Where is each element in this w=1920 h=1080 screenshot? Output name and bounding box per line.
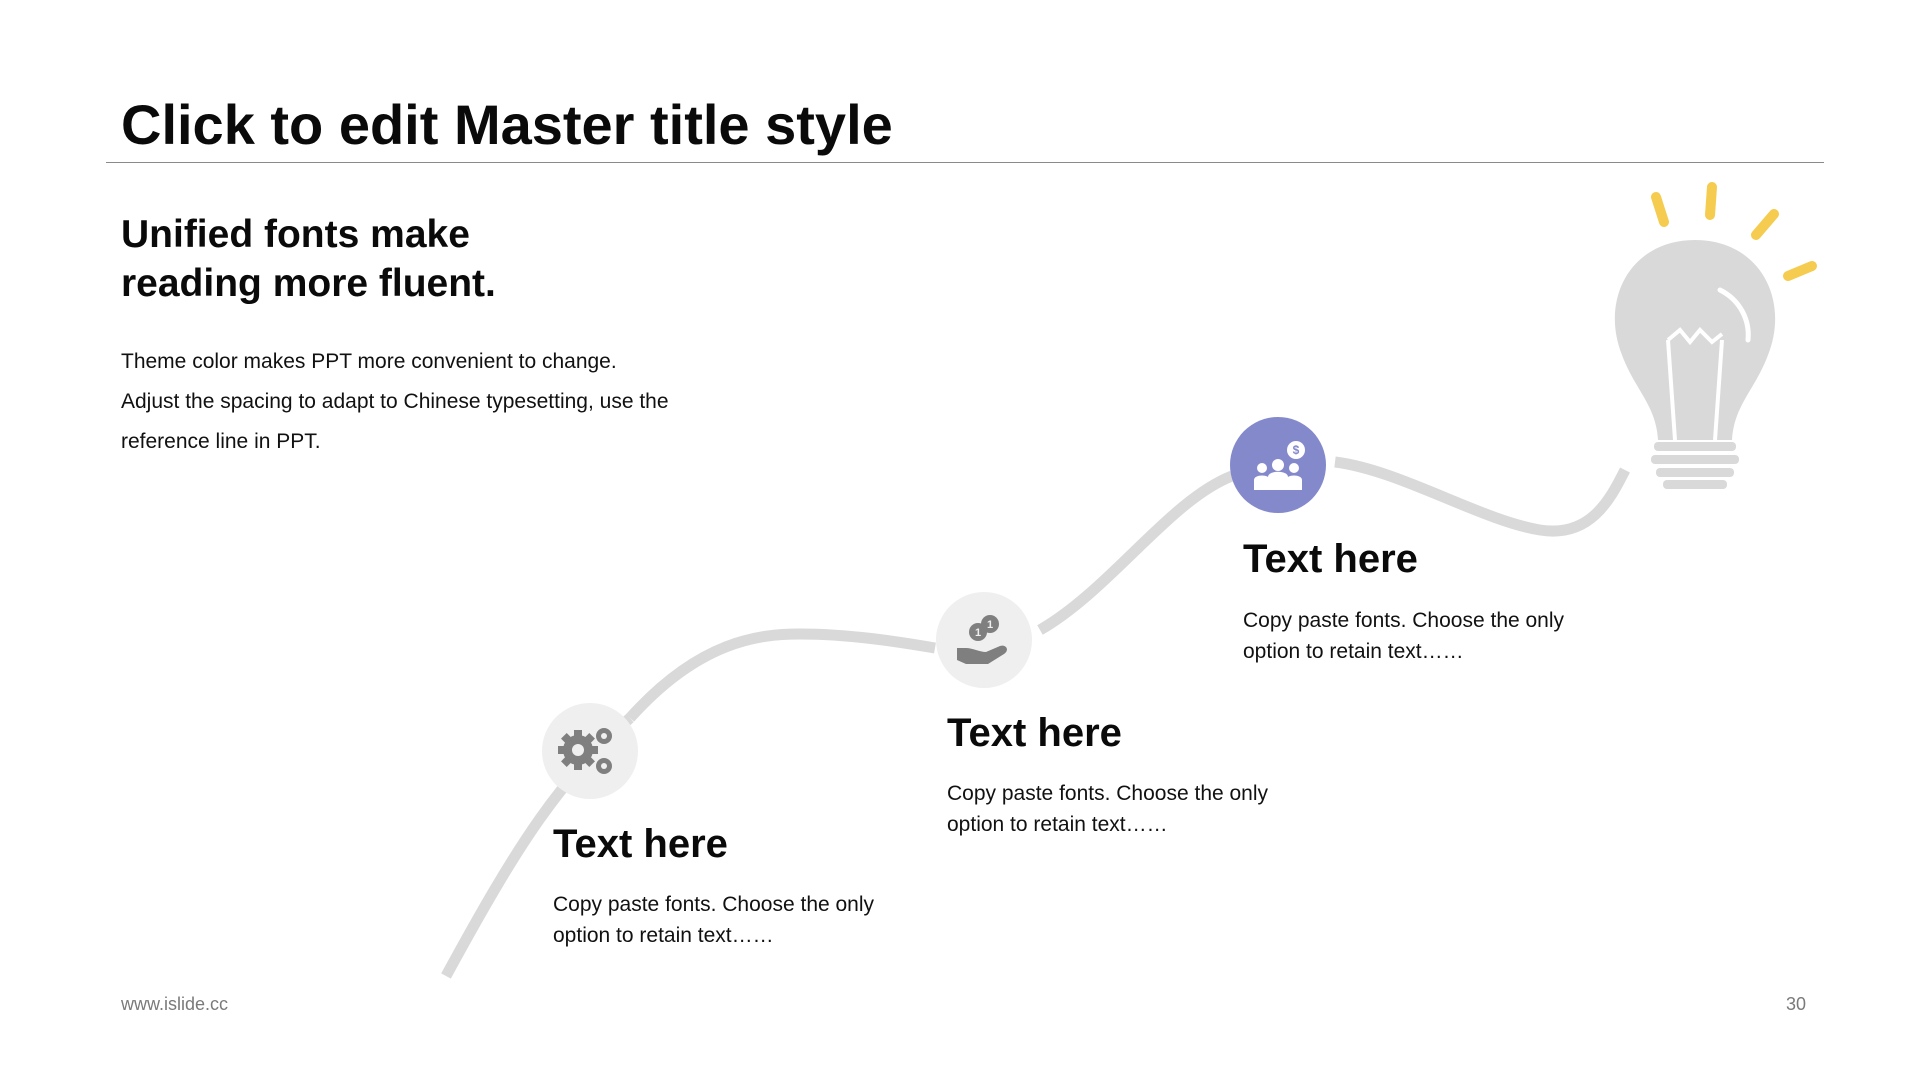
page-number: 30 [1786, 994, 1807, 1014]
body-line-3: reference line in PPT. [121, 430, 321, 453]
svg-text:1: 1 [975, 627, 981, 639]
title-divider [106, 162, 1824, 163]
step-2-heading: Text here [947, 711, 1122, 755]
step-1-heading: Text here [553, 822, 728, 866]
hand-coins-icon: 1 1 [957, 615, 1007, 664]
body-line-1: Theme color makes PPT more convenient to… [121, 350, 617, 373]
step-2-desc-line-1: Copy paste fonts. Choose the only [947, 782, 1269, 805]
step-3-desc-line-2: option to retain text…… [1243, 640, 1464, 663]
step-3-desc-line-1: Copy paste fonts. Choose the only [1243, 609, 1565, 632]
team-money-icon: $ [1254, 441, 1305, 490]
step-2-description: Copy paste fonts. Choose the only option… [947, 778, 1307, 840]
slide-title: Click to edit Master title style [121, 93, 893, 156]
body-line-2: Adjust the spacing to adapt to Chinese t… [121, 390, 669, 413]
subtitle-line-1: Unified fonts make [121, 213, 470, 256]
step-1-desc-line-1: Copy paste fonts. Choose the only [553, 893, 875, 916]
step-1-description: Copy paste fonts. Choose the only option… [553, 889, 913, 951]
footer-website: www.islide.cc [121, 994, 229, 1014]
light-rays [1651, 182, 1817, 281]
svg-text:1: 1 [987, 619, 993, 631]
step-3-description: Copy paste fonts. Choose the only option… [1243, 605, 1603, 667]
light-bulb-icon [1614, 240, 1776, 489]
subtitle-line-2: reading more fluent. [121, 262, 496, 305]
timeline-path [441, 456, 1630, 979]
step-2-circle: 1 1 [936, 592, 1032, 688]
step-1-circle [542, 703, 638, 799]
step-2-desc-line-2: option to retain text…… [947, 813, 1168, 836]
step-3-circle: $ [1230, 417, 1326, 513]
step-3-heading: Text here [1243, 537, 1418, 581]
step-1-desc-line-2: option to retain text…… [553, 924, 774, 947]
svg-text:$: $ [1293, 443, 1300, 457]
subtitle: Unified fonts make reading more fluent. [121, 210, 641, 308]
